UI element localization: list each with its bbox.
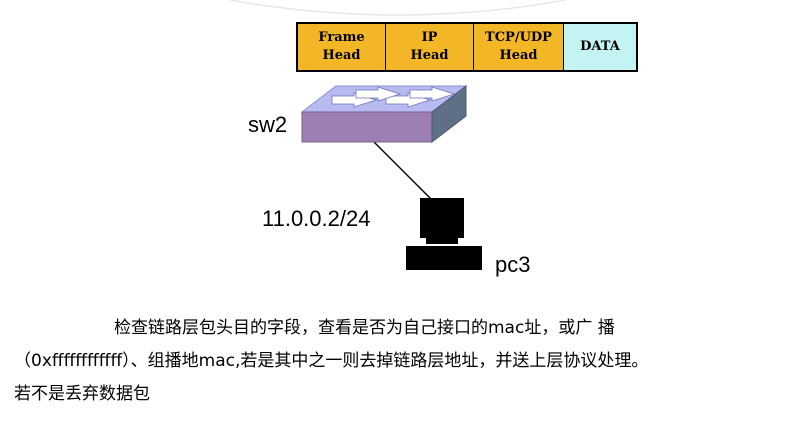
pc-ip-label: 11.0.0.2/24 bbox=[262, 206, 371, 231]
description-text: 检查链路层包头目的字段，查看是否为自己接口的mac址，或广 播 （0xfffff… bbox=[14, 312, 790, 411]
description-line-2: （0xffffffffffff）、组播地mac,若是其中之一则去掉链路层地址，并… bbox=[14, 351, 649, 371]
decorative-arc bbox=[229, 0, 567, 16]
pc-label: pc3 bbox=[495, 252, 531, 277]
switch-label: sw2 bbox=[248, 112, 288, 137]
frame-head-cell: Frame Head bbox=[298, 24, 386, 70]
packet-header-table: Frame Head IP Head TCP/UDP Head DATA bbox=[296, 22, 638, 72]
computer-icon bbox=[406, 198, 482, 270]
switch-icon bbox=[300, 84, 468, 144]
tcp-udp-head-cell: TCP/UDP Head bbox=[474, 24, 564, 70]
data-cell: DATA bbox=[564, 24, 636, 70]
ip-head-cell: IP Head bbox=[386, 24, 474, 70]
description-line-1: 检查链路层包头目的字段，查看是否为自己接口的mac址，或广 播 bbox=[114, 318, 615, 338]
description-line-3: 若不是丢弃数据包 bbox=[14, 384, 150, 404]
